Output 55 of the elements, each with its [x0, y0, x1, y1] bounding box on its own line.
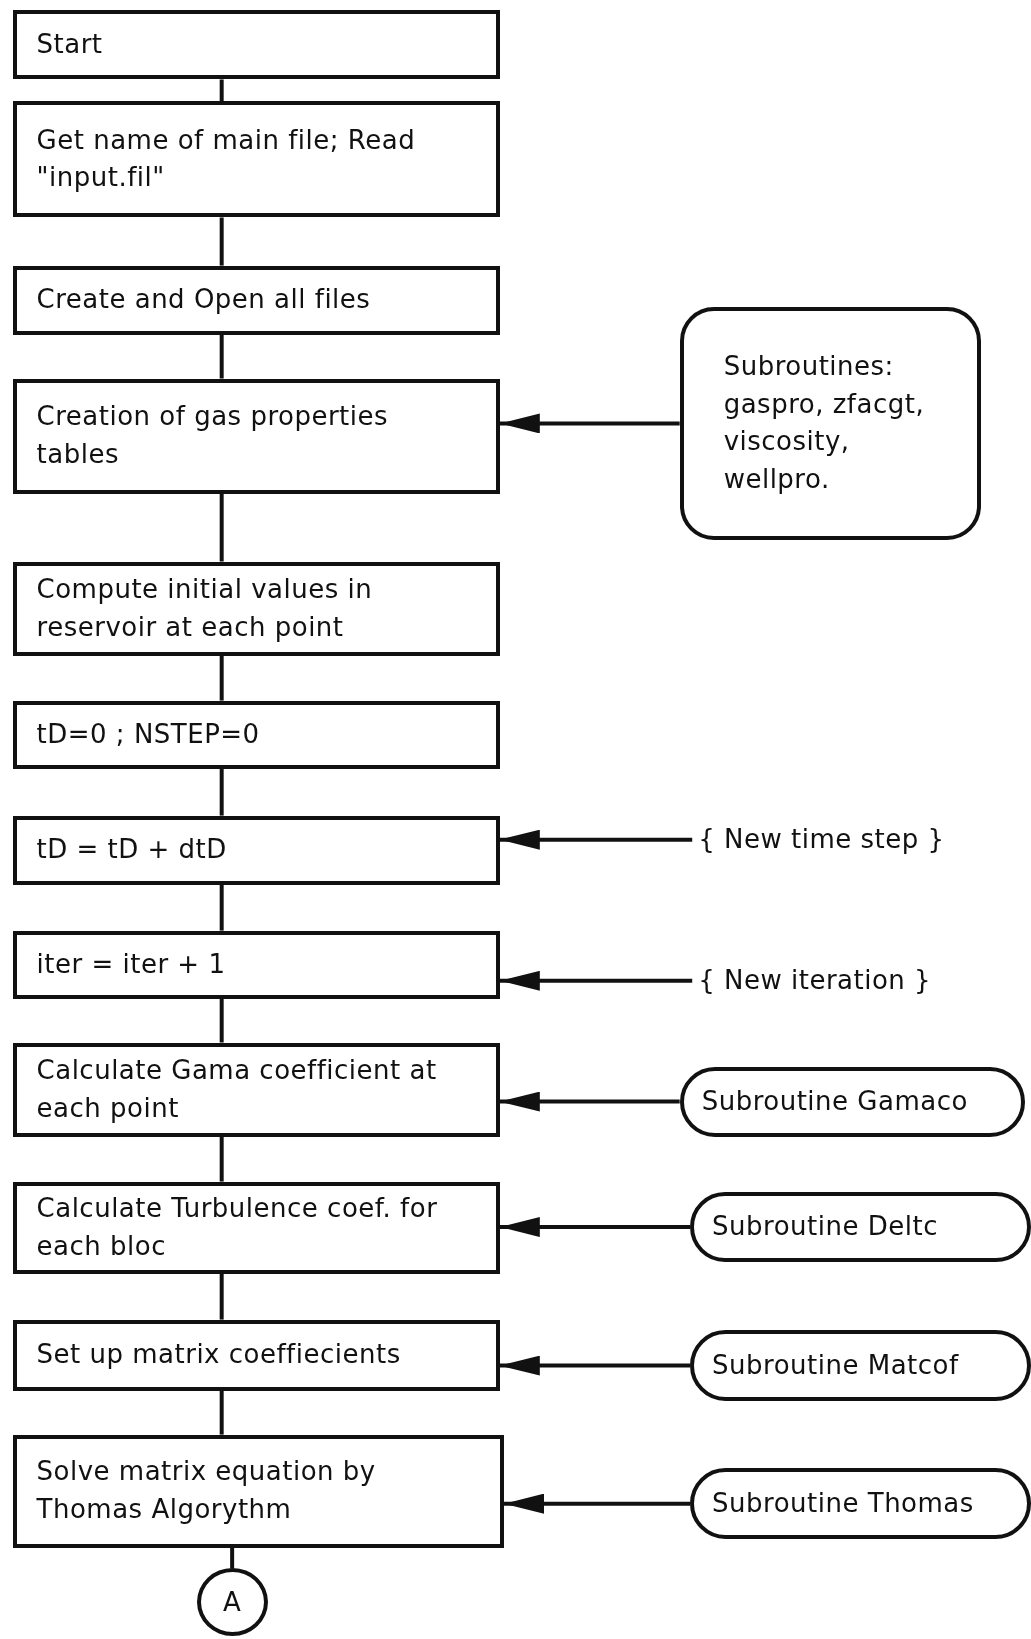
node-label: Compute initial values in reservoir at each point — [36, 572, 374, 644]
subroutine-box — [679, 307, 981, 540]
subroutine-pill — [690, 1468, 1031, 1540]
node-label: Creation of gas properties tables — [36, 400, 390, 471]
node-label: Calculate Gama coefficient at each point — [36, 1053, 438, 1125]
node-label: Get name of main file; Read "input.fil" — [36, 123, 417, 195]
node-label: Subroutine Deltc — [712, 1210, 938, 1244]
node-label: Subroutine Thomas — [712, 1486, 974, 1520]
process-box — [12, 378, 500, 494]
arrow — [499, 1217, 691, 1238]
node-label: Subroutine Matcof — [712, 1348, 959, 1382]
process-box — [12, 815, 500, 885]
process-box — [12, 1319, 500, 1391]
arrow — [499, 1091, 680, 1112]
node-label: Start — [36, 28, 103, 62]
connector-line — [219, 768, 224, 816]
node-label: Subroutines: gaspro, zfacgt, viscosity, wellpro. — [723, 350, 926, 497]
subroutine-pill — [690, 1192, 1031, 1263]
process-box — [12, 1042, 500, 1137]
node-label: Calculate Turbulence coef. for each bloc — [36, 1191, 439, 1263]
node-label: tD = tD + dtD — [36, 833, 227, 867]
connector-line — [219, 1390, 224, 1435]
connector-line — [219, 884, 224, 931]
process-box — [12, 1434, 504, 1548]
connector-line — [219, 655, 224, 701]
connector-line — [219, 1136, 224, 1182]
arrow — [499, 413, 680, 434]
connector-line — [219, 79, 224, 102]
node-label: Create and Open all files — [36, 283, 371, 317]
connector-line — [219, 998, 224, 1043]
connector-line — [230, 1547, 235, 1569]
node-label: tD=0 ; NSTEP=0 — [36, 717, 260, 751]
process-box — [12, 101, 500, 218]
node-label: { New iteration } — [698, 963, 932, 997]
node-label: { New time step } — [698, 822, 945, 856]
node-label: Solve matrix equation by Thomas Algorythm — [36, 1455, 377, 1527]
arrow — [499, 970, 693, 991]
node-label: Subroutine Gamaco — [701, 1084, 968, 1118]
process-box — [12, 265, 500, 335]
arrow — [504, 1493, 691, 1514]
node-label: iter = iter + 1 — [36, 947, 226, 981]
process-box — [12, 10, 500, 80]
connector-line — [219, 1273, 224, 1320]
arrow — [499, 829, 693, 850]
node-label: A — [222, 1585, 242, 1619]
process-box — [12, 700, 500, 769]
subroutine-pill — [690, 1330, 1031, 1402]
node-label: Set up matrix coeffiecients — [36, 1338, 401, 1372]
arrow — [499, 1355, 691, 1376]
connector-line — [219, 217, 224, 266]
process-box — [12, 561, 500, 656]
process-box — [12, 1181, 500, 1274]
connector-line — [219, 334, 224, 379]
connector-line — [219, 493, 224, 562]
process-box — [12, 930, 500, 999]
